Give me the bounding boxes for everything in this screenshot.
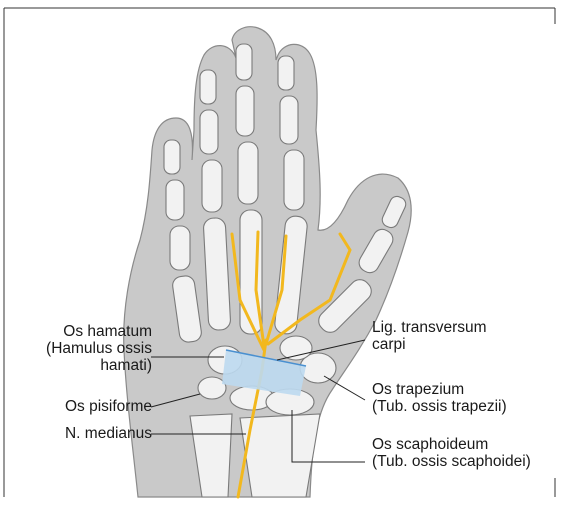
phalanx-middle-middle — [236, 86, 254, 136]
label-os-scaphoideum-line2: (Tub. ossis scaphoidei) — [372, 453, 531, 470]
phalanx-ring-proximal — [202, 160, 222, 212]
phalanx-index-proximal — [284, 150, 304, 210]
phalanx-little-proximal — [170, 226, 190, 270]
os-pisiforme-shape — [198, 377, 226, 399]
label-os-trapezium-line2: (Tub. ossis trapezii) — [372, 398, 507, 415]
label-os-hamatum-line2: (Hamulus ossis — [14, 340, 152, 357]
label-os-trapezium-line1: Os trapezium — [372, 381, 507, 398]
label-os-hamatum: Os hamatum (Hamulus ossis hamati) — [14, 323, 152, 374]
phalanx-middle-distal — [236, 44, 252, 80]
label-os-scaphoideum-line1: Os scaphoideum — [372, 436, 531, 453]
phalanx-index-middle — [280, 96, 298, 144]
phalanx-ring-middle — [200, 110, 218, 154]
label-os-hamatum-line1: Os hamatum — [14, 323, 152, 340]
phalanx-ring-distal — [200, 70, 216, 104]
phalanx-little-middle — [166, 180, 184, 220]
label-lig-transversum-line2: carpi — [372, 336, 487, 353]
label-os-scaphoideum: Os scaphoideum (Tub. ossis scaphoidei) — [372, 436, 531, 470]
label-lig-transversum: Lig. transversum carpi — [372, 319, 487, 353]
label-os-trapezium: Os trapezium (Tub. ossis trapezii) — [372, 381, 507, 415]
os-trapezoideum-shape — [280, 336, 312, 360]
phalanx-middle-proximal — [238, 142, 258, 204]
label-os-pisiforme: Os pisiforme — [14, 398, 152, 415]
forearm-bones — [190, 414, 320, 497]
label-lig-transversum-line1: Lig. transversum — [372, 319, 487, 336]
phalanx-index-distal — [278, 56, 294, 90]
label-os-hamatum-line3: hamati) — [14, 357, 152, 374]
label-n-medianus: N. medianus — [14, 425, 152, 442]
phalanx-little-distal — [164, 140, 180, 174]
